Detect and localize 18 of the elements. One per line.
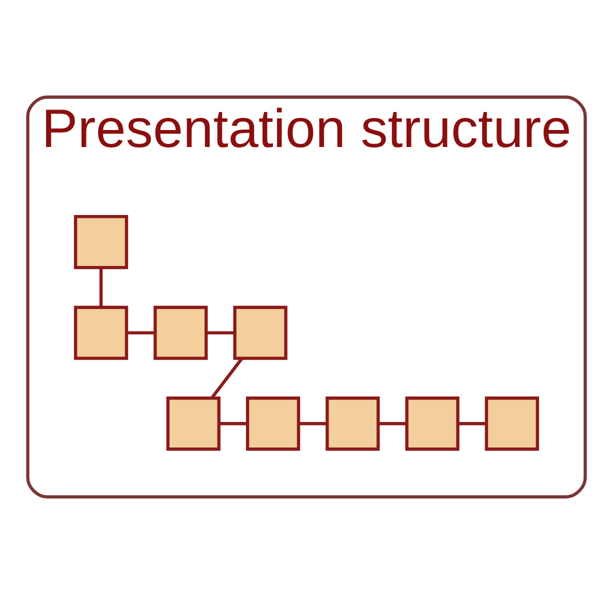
connector: [458, 422, 486, 426]
node-box: [233, 306, 288, 360]
connector: [210, 357, 244, 400]
connector: [218, 422, 248, 426]
node-box: [405, 396, 460, 451]
node-box: [326, 396, 380, 451]
node-box: [484, 396, 540, 451]
connector: [99, 268, 103, 308]
node-box: [154, 306, 208, 360]
connector: [378, 422, 407, 426]
node-box: [166, 396, 220, 451]
node-box: [74, 306, 128, 360]
connector: [206, 331, 234, 334]
cluster: Presentation structure: [26, 96, 587, 498]
connector: [126, 331, 155, 334]
connector: [298, 422, 327, 426]
node-box: [246, 396, 300, 451]
node-box: [74, 214, 128, 270]
